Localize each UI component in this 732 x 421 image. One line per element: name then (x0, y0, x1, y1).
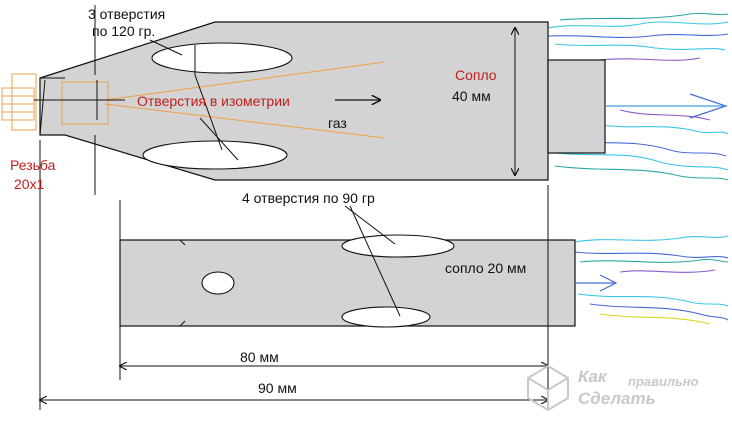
cube-icon (527, 364, 569, 412)
dimensions (40, 140, 548, 410)
holes-three-line1: 3 отверстия (88, 6, 165, 22)
gas-cone (104, 61, 386, 139)
watermark: Как правильно Сделать (527, 364, 699, 412)
bottom-hole-upper (341, 234, 455, 258)
threaded-fitting (1, 73, 109, 131)
bottom-flame (574, 235, 729, 325)
nozzle-bottom-label: сопло 20 мм (445, 260, 526, 276)
nozzle-top-line1: Сопло (455, 67, 497, 83)
watermark-line1: Как (578, 367, 608, 386)
watermark-line2: правильно (628, 374, 699, 389)
gas-label: газ (328, 115, 347, 131)
dim-80-label: 80 мм (240, 349, 279, 365)
holes-iso-label: Отверстия в изометрии (137, 93, 290, 109)
watermark-line3: Сделать (578, 389, 656, 408)
nozzle-top-line2: 40 мм (452, 88, 491, 104)
thread-line1: Резьба (10, 157, 56, 173)
holes-four-label: 4 отверстия по 90 гр (242, 190, 375, 206)
dim-90-label: 90 мм (258, 380, 297, 396)
bottom-hole-round (201, 271, 235, 295)
bottom-hole-lower (341, 306, 431, 328)
holes-three-line2: по 120 гр. (92, 23, 155, 39)
top-burner (1, 5, 729, 195)
top-nozzle (547, 59, 606, 154)
bottom-burner (119, 205, 729, 328)
top-hole-lower (142, 140, 288, 170)
top-hole-upper (151, 42, 293, 74)
thread-line2: 20х1 (14, 176, 45, 192)
